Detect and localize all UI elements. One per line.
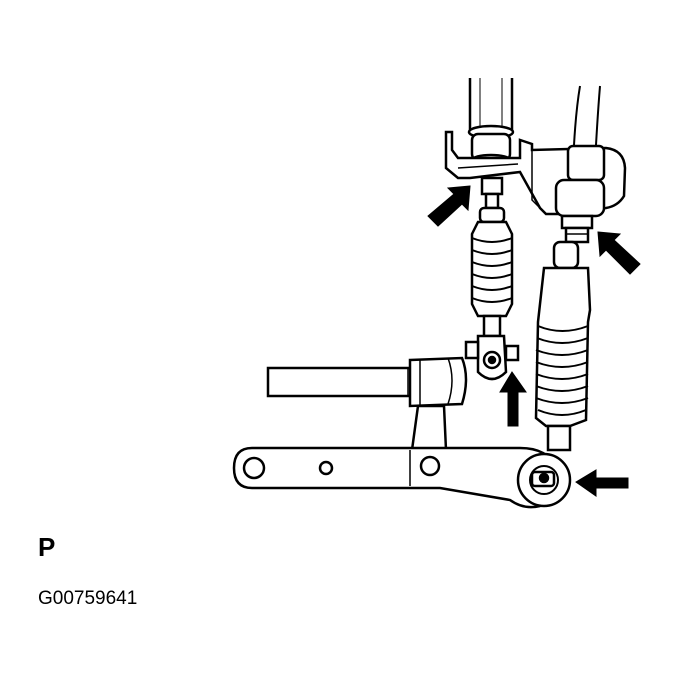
right-cable-end bbox=[516, 452, 572, 508]
selector-shaft bbox=[266, 356, 468, 408]
arrow-upper-right bbox=[597, 231, 641, 275]
right-cable-wires bbox=[573, 85, 601, 146]
left-cable-boot bbox=[470, 220, 514, 338]
view-label: P bbox=[38, 532, 56, 562]
arrow-lower-right bbox=[575, 469, 629, 497]
left-cable-sheath bbox=[467, 78, 515, 167]
figure-id: G00759641 bbox=[38, 588, 138, 609]
lever-bracket bbox=[410, 404, 448, 452]
arrow-upper-left bbox=[427, 185, 471, 227]
arrow-middle-up bbox=[499, 371, 527, 427]
right-cable-boot bbox=[534, 240, 592, 452]
control-lever bbox=[232, 446, 559, 509]
right-cable-retainer bbox=[554, 144, 606, 244]
left-cable-clevis bbox=[464, 334, 520, 381]
left-cable-rod bbox=[478, 176, 506, 224]
